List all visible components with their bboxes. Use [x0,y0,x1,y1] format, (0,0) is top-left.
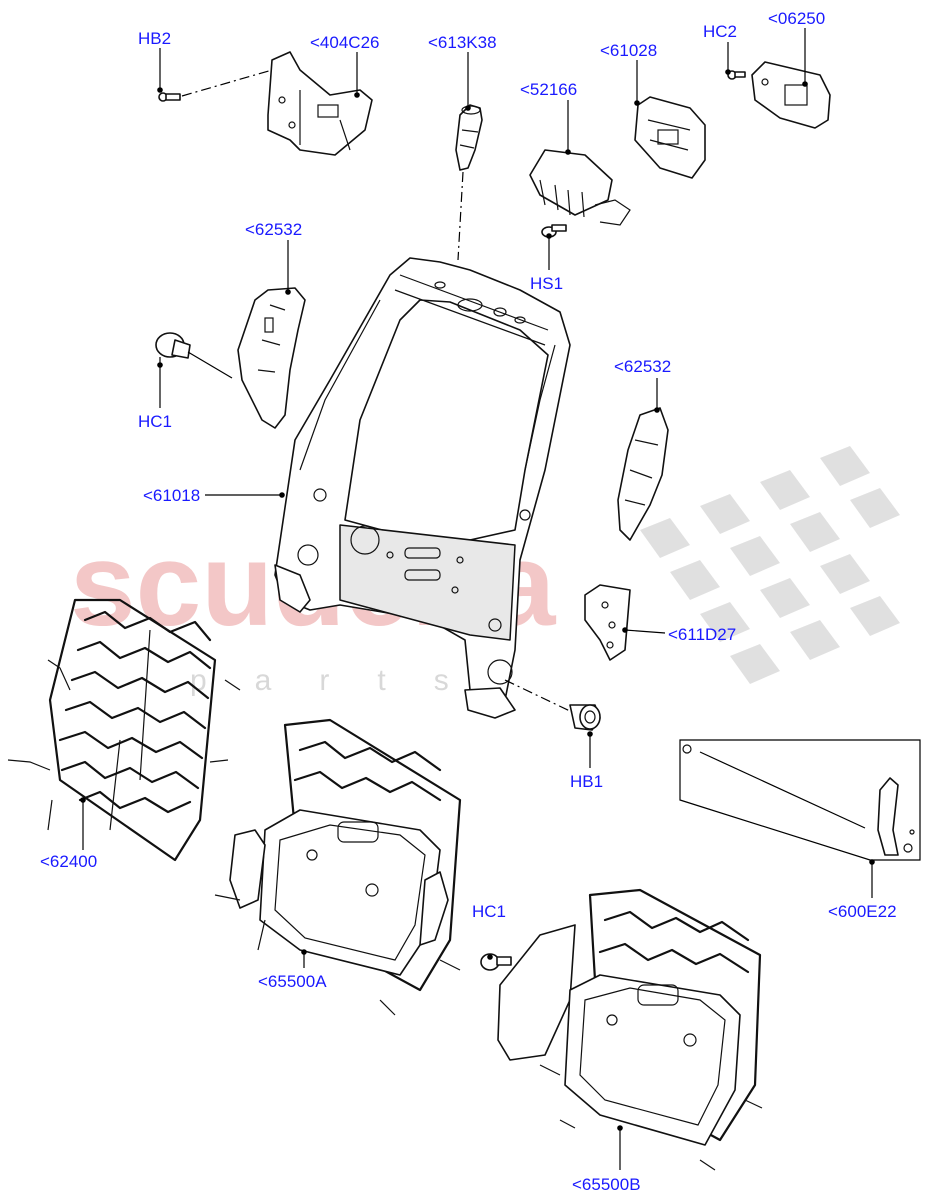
callout-hs1[interactable]: HS1 [530,274,563,293]
callout-hc1-bottom[interactable]: HC1 [472,902,506,921]
callout-hc2[interactable]: HC2 [703,22,737,41]
callout-613k38[interactable]: <613K38 [428,33,497,52]
connector-52166-part[interactable] [529,149,631,226]
callout-62400[interactable]: <62400 [40,852,97,871]
callout-62532-left[interactable]: <62532 [245,220,302,239]
adjuster-613k38-part[interactable] [455,104,483,171]
callout-06250[interactable]: <06250 [768,9,825,28]
leader-613k38-dash [457,171,464,261]
clip-hc1-top-part[interactable] [155,332,191,359]
leader-lines [82,28,873,1170]
leader-hb1-dash [504,679,573,713]
callout-600e22[interactable]: <600E22 [828,902,897,921]
callout-hb2[interactable]: HB2 [138,29,171,48]
callout-611d27[interactable]: <611D27 [668,625,736,644]
kit-600e22-box[interactable] [679,739,921,861]
bracket-404c26-part[interactable] [267,51,373,156]
watermark-sub: parts [190,664,497,697]
callout-61028[interactable]: <61028 [600,41,657,60]
callout-65500a[interactable]: <65500A [258,972,327,991]
trim-61028-part[interactable] [634,96,706,179]
backrest-module-65500b-part[interactable] [497,888,763,1171]
callout-52166[interactable]: <52166 [520,80,577,99]
leader-hc1-top-link [187,351,233,379]
callout-hc1-top[interactable]: HC1 [138,412,172,431]
callout-65500b[interactable]: <65500B [572,1175,641,1194]
callout-62532-right[interactable]: <62532 [614,357,671,376]
watermark-checker [640,446,900,684]
seat-back-frame-part[interactable] [274,257,571,719]
backrest-module-65500a-part[interactable] [214,718,462,1016]
callout-61018[interactable]: <61018 [143,486,200,505]
callout-404c26[interactable]: <404C26 [310,33,379,52]
spring-mat-62400-part[interactable] [7,598,241,862]
bracket-611d27-part[interactable] [584,584,631,661]
callout-labels: HB2 <404C26 <613K38 <61028 HC2 <06250 <5… [40,9,897,1194]
bolt-hb2-part[interactable] [158,92,181,102]
bolt-hc1-bottom-part[interactable] [480,953,512,971]
leader-hb2-dash [181,69,273,97]
screw-hs1-part[interactable] [541,224,567,238]
leader-dots [80,69,875,1131]
side-trim-62532-right-part[interactable] [617,407,669,541]
bush-hb1-part[interactable] [569,704,601,731]
cover-06250-part[interactable] [751,61,831,129]
callout-hb1[interactable]: HB1 [570,772,603,791]
side-trim-62532-left-part[interactable] [237,287,306,429]
